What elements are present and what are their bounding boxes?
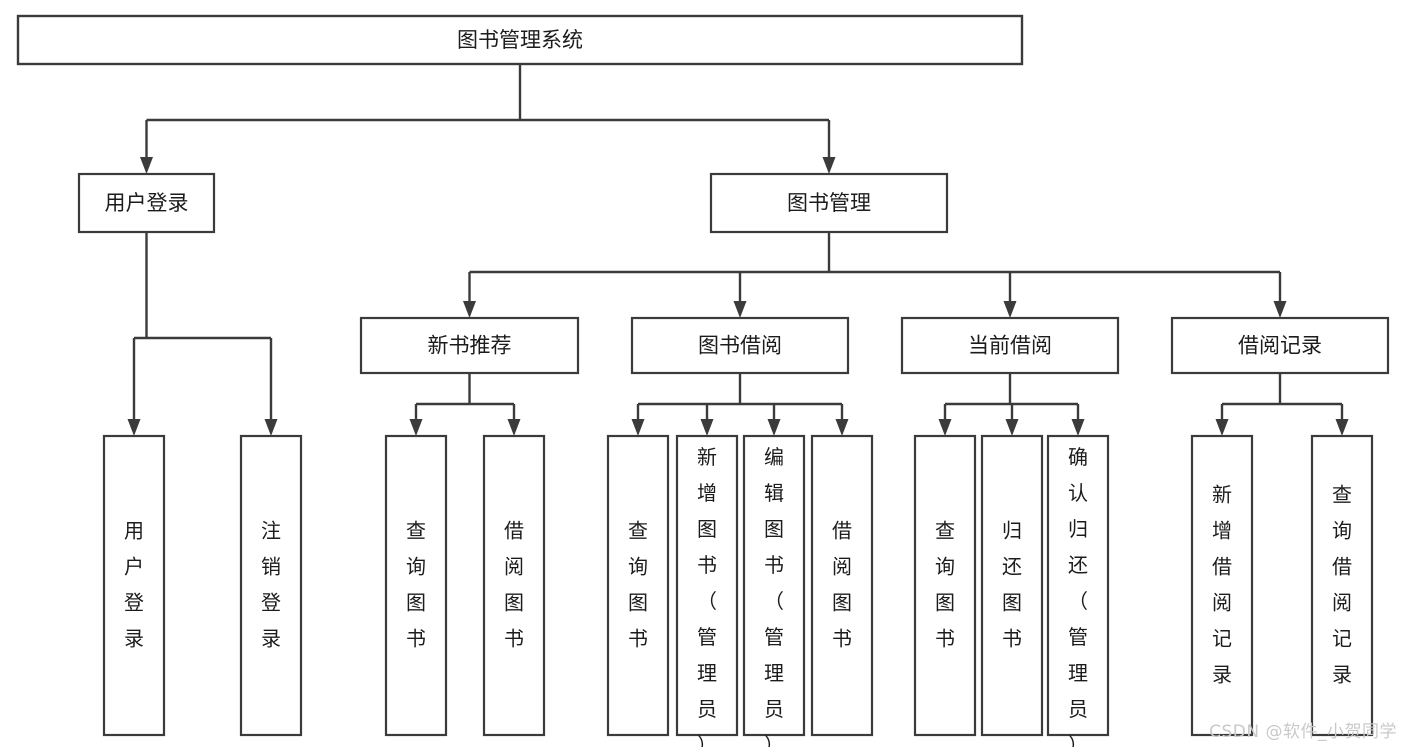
arrow-head-icon: [1003, 301, 1017, 318]
node-leaf-return-book-box[interactable]: [980, 434, 1044, 737]
node-leaf-borrow-book-1[interactable]: 借阅图书: [482, 434, 546, 737]
arrow-head-icon: [1005, 419, 1019, 436]
arrow-head-icon: [264, 419, 278, 436]
node-leaf-edit-book-label: 编辑图书（管理员）: [764, 445, 784, 747]
node-leaf-borrow-book-2[interactable]: 借阅图书: [810, 434, 874, 737]
node-user-login-box[interactable]: [77, 172, 216, 234]
node-leaf-user-login[interactable]: 用户登录: [102, 434, 166, 737]
node-leaf-user-login-box[interactable]: [102, 434, 166, 737]
node-leaf-add-book-label: 新增图书（管理员）: [697, 445, 717, 747]
node-book-borrow-label: 图书借阅: [698, 334, 782, 358]
node-book-manage-label: 图书管理: [787, 191, 871, 215]
arrow-head-icon: [507, 419, 521, 436]
csdn-watermark: CSDN @软件_小贺同学: [1209, 722, 1397, 742]
node-leaf-confirm-return-box[interactable]: [1046, 434, 1110, 737]
node-leaf-query-book-1-label: 查询图书: [406, 518, 426, 650]
arrow-head-icon: [1335, 419, 1349, 436]
node-borrow-record-label: 借阅记录: [1238, 334, 1322, 358]
node-leaf-add-book[interactable]: 新增图书（管理员）: [675, 434, 739, 747]
node-leaf-add-record-label: 新增借阅记录: [1212, 482, 1232, 686]
node-leaf-borrow-book-2-label: 借阅图书: [832, 518, 852, 650]
node-leaf-user-logout[interactable]: 注销登录: [239, 434, 303, 737]
edge-layer: [127, 64, 1349, 436]
arrow-head-icon: [463, 301, 476, 318]
node-book-borrow-box[interactable]: [630, 316, 850, 375]
node-leaf-query-record-box[interactable]: [1310, 434, 1374, 737]
node-leaf-edit-book[interactable]: 编辑图书（管理员）: [742, 434, 806, 747]
arrow-head-icon: [700, 419, 714, 436]
node-root-label: 图书管理系统: [457, 28, 583, 52]
arrow-head-icon: [1215, 419, 1229, 436]
node-leaf-borrow-book-1-box[interactable]: [482, 434, 546, 737]
node-book-borrow[interactable]: 图书借阅: [630, 316, 850, 375]
arrow-head-icon: [631, 419, 645, 436]
node-layer: 图书管理系统用户登录图书管理新书推荐图书借阅当前借阅借阅记录用户登录注销登录查询…: [16, 14, 1390, 747]
node-leaf-query-book-3-box[interactable]: [913, 434, 977, 737]
arrow-head-icon: [140, 157, 153, 174]
node-new-book-rec-box[interactable]: [359, 316, 580, 375]
arrow-head-icon: [938, 419, 952, 436]
node-leaf-return-book[interactable]: 归还图书: [980, 434, 1044, 737]
node-leaf-edit-book-box[interactable]: [742, 434, 806, 737]
node-new-book-rec-label: 新书推荐: [428, 334, 512, 358]
node-leaf-query-book-3[interactable]: 查询图书: [913, 434, 977, 737]
node-current-borrow-box[interactable]: [900, 316, 1120, 375]
arrow-head-icon: [835, 419, 849, 436]
arrow-head-icon: [822, 157, 836, 174]
node-leaf-add-record-box[interactable]: [1190, 434, 1254, 737]
node-leaf-confirm-return[interactable]: 确认归还（管理员）: [1046, 434, 1110, 747]
node-leaf-user-login-label: 用户登录: [124, 518, 144, 650]
node-leaf-query-book-2-label: 查询图书: [628, 518, 648, 650]
node-leaf-add-book-box[interactable]: [675, 434, 739, 737]
arrow-head-icon: [1273, 301, 1287, 318]
arrow-head-icon: [409, 419, 423, 436]
node-leaf-query-book-2[interactable]: 查询图书: [606, 434, 670, 737]
arrow-head-icon: [733, 301, 747, 318]
node-book-manage[interactable]: 图书管理: [709, 172, 949, 234]
node-leaf-query-book-1[interactable]: 查询图书: [384, 434, 448, 737]
node-root[interactable]: 图书管理系统: [16, 14, 1024, 66]
node-leaf-query-record-label: 查询借阅记录: [1332, 482, 1352, 686]
node-leaf-borrow-book-1-label: 借阅图书: [504, 518, 524, 650]
node-leaf-borrow-book-2-box[interactable]: [810, 434, 874, 737]
node-leaf-query-book-1-box[interactable]: [384, 434, 448, 737]
arrow-head-icon: [1071, 419, 1085, 436]
node-borrow-record-box[interactable]: [1170, 316, 1390, 375]
node-root-box[interactable]: [16, 14, 1024, 66]
node-leaf-add-record[interactable]: 新增借阅记录: [1190, 434, 1254, 737]
arrow-head-icon: [127, 419, 141, 436]
node-book-manage-box[interactable]: [709, 172, 949, 234]
node-user-login-label: 用户登录: [105, 191, 189, 215]
node-leaf-return-book-label: 归还图书: [1002, 518, 1022, 650]
node-borrow-record[interactable]: 借阅记录: [1170, 316, 1390, 375]
node-leaf-query-record[interactable]: 查询借阅记录: [1310, 434, 1374, 737]
node-current-borrow-label: 当前借阅: [968, 334, 1052, 358]
node-leaf-query-book-2-box[interactable]: [606, 434, 670, 737]
arrow-head-icon: [767, 419, 781, 436]
node-leaf-user-logout-label: 注销登录: [261, 518, 281, 650]
node-leaf-confirm-return-label: 确认归还（管理员）: [1068, 445, 1088, 747]
node-current-borrow[interactable]: 当前借阅: [900, 316, 1120, 375]
node-leaf-user-logout-box[interactable]: [239, 434, 303, 737]
node-new-book-rec[interactable]: 新书推荐: [359, 316, 580, 375]
node-leaf-query-book-3-label: 查询图书: [935, 518, 955, 650]
node-user-login[interactable]: 用户登录: [77, 172, 216, 234]
